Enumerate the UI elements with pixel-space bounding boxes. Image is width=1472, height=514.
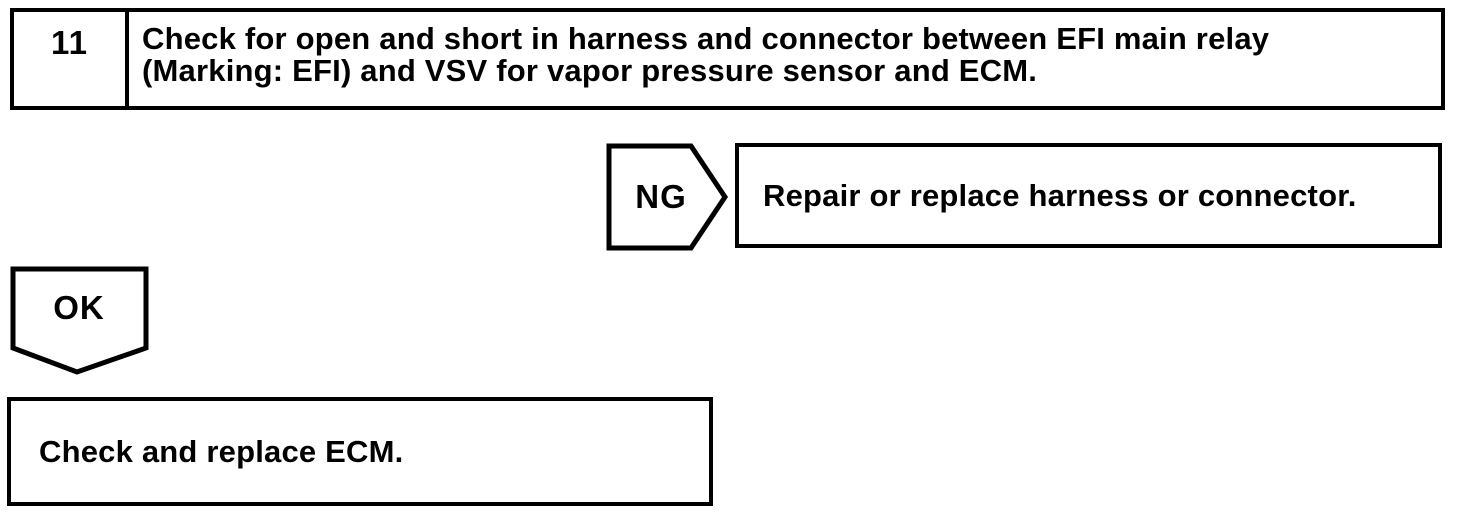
ok-action-text: Check and replace ECM. [39, 433, 404, 469]
ok-connector-label: OK [53, 289, 105, 326]
step-instruction: Check for open and short in harness and … [129, 12, 1441, 106]
ng-connector-label: NG [635, 177, 687, 215]
ng-pentagon-icon [606, 143, 729, 251]
ng-action-text: Repair or replace harness or connector. [763, 177, 1357, 213]
ok-connector: OK [10, 266, 150, 376]
step-instruction-line-1: Check for open and short in harness and … [142, 21, 1270, 56]
ng-action-box: Repair or replace harness or connector. [735, 143, 1442, 248]
ok-pentagon-icon [10, 266, 149, 375]
step-number: 11 [14, 12, 129, 106]
ng-connector: NG [606, 143, 730, 253]
step-box: 11 Check for open and short in harness a… [10, 8, 1445, 110]
ok-action-box: Check and replace ECM. [7, 397, 713, 506]
step-instruction-line-2: (Marking: EFI) and VSV for vapor pressur… [142, 53, 1038, 88]
